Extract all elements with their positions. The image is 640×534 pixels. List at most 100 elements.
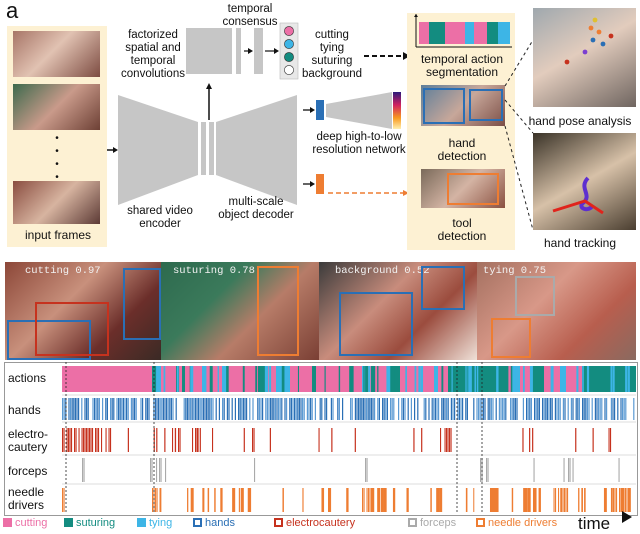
hands-tick — [535, 398, 537, 420]
electrocautery-tick — [179, 428, 181, 452]
actions-tick — [163, 366, 166, 392]
needle-driver-tick — [430, 488, 432, 512]
electrocautery-tick — [331, 428, 333, 452]
needle-driver-tick — [620, 488, 623, 512]
hands-tick — [447, 398, 449, 420]
hands-tick — [372, 398, 374, 420]
hands-tick — [310, 398, 312, 420]
electrocautery-tick — [522, 428, 524, 452]
forceps-tick — [563, 458, 565, 482]
hands-tick — [617, 398, 619, 420]
forceps-tick — [151, 458, 153, 482]
track-label-hands: hands — [8, 403, 41, 417]
actions-tick — [377, 366, 379, 392]
hands-tick — [570, 398, 572, 420]
legend-item-tying: tying — [137, 517, 172, 529]
hands-tick — [290, 398, 292, 420]
hands-tick — [433, 398, 435, 420]
forceps-tick — [480, 458, 482, 482]
hands-tick — [265, 398, 267, 420]
input-frame-1 — [13, 31, 100, 77]
actions-tick — [338, 366, 341, 392]
electrocautery-tick — [63, 428, 65, 452]
forceps-tick — [82, 458, 84, 482]
hands-tick — [215, 398, 217, 420]
legend-item-hands: hands — [193, 517, 235, 529]
hands-tick — [450, 398, 452, 420]
hand-branch-bar — [316, 100, 324, 120]
actions-tick — [368, 366, 371, 392]
hands-tick — [260, 398, 262, 420]
hands-tick — [362, 398, 364, 420]
legend-label: tying — [149, 517, 173, 529]
actions-tick — [242, 366, 245, 392]
hands-tick — [385, 398, 387, 420]
hands-tick — [113, 398, 115, 420]
forceps-tick — [618, 458, 620, 482]
hands-tick — [391, 398, 393, 420]
segmentation-label: temporal action segmentation — [420, 52, 504, 79]
hands-tick — [452, 398, 454, 420]
needle-driver-tick — [603, 488, 607, 512]
hands-tick — [478, 398, 480, 420]
hands-tick — [102, 398, 104, 420]
hands-tick — [306, 398, 308, 420]
actions-tick — [465, 366, 467, 392]
actions-tick — [363, 366, 365, 392]
needle-driver-tick — [553, 488, 555, 512]
electrocautery-tick — [81, 428, 83, 452]
needle-driver-tick — [527, 488, 531, 512]
hands-tick — [204, 398, 206, 420]
hands-tick — [183, 398, 185, 420]
input-frame-2 — [13, 84, 100, 130]
actions-tick — [586, 366, 590, 392]
needle-driver-tick — [492, 488, 496, 512]
hands-tick — [601, 398, 603, 420]
hands-tick — [572, 398, 574, 420]
hands-tick — [262, 398, 264, 420]
hands-tick — [270, 398, 272, 420]
electrocautery-tick — [75, 428, 77, 452]
high-to-low-label: deep high-to-low resolution network — [312, 131, 406, 156]
hands-tick — [302, 398, 304, 420]
hands-tick — [326, 398, 328, 420]
hands-tick — [489, 398, 491, 420]
electrocautery-tick — [608, 428, 610, 452]
hands-tick — [70, 398, 72, 420]
needle-driver-tick — [565, 488, 567, 512]
hands-tick — [446, 398, 448, 420]
actions-tick — [191, 366, 193, 392]
hands-tick — [146, 398, 148, 420]
hands-tick — [202, 398, 204, 420]
hands-tick — [190, 398, 192, 420]
needle-driver-tick — [377, 488, 381, 512]
needle-driver-tick — [564, 488, 566, 512]
electrocautery-tick — [575, 428, 577, 452]
track-label-electrocautery: electro- cautery — [8, 427, 49, 454]
hands-tick — [63, 398, 65, 420]
needle-driver-tick — [562, 488, 564, 512]
needle-driver-tick — [346, 488, 349, 512]
hands-tick — [382, 398, 384, 420]
hands-tick — [278, 398, 280, 420]
hands-tick — [78, 398, 80, 420]
needle-driver-tick — [302, 488, 304, 512]
needle-driver-tick — [214, 488, 216, 512]
hands-tick — [148, 398, 150, 420]
needle-driver-tick — [561, 488, 563, 512]
legend-label: forceps — [420, 517, 457, 529]
needle-driver-tick — [625, 488, 627, 512]
hands-tick — [71, 398, 73, 420]
actions-tick — [389, 366, 392, 392]
hands-tick — [487, 398, 489, 420]
needle-driver-tick — [495, 488, 499, 512]
hands-tick — [238, 398, 240, 420]
actions-segment — [202, 366, 205, 392]
hands-tick — [428, 398, 430, 420]
hands-tick — [209, 398, 211, 420]
needle-driver-tick — [614, 488, 616, 512]
hands-tick — [68, 398, 70, 420]
actions-tick — [391, 366, 395, 392]
electrocautery-tick — [90, 428, 92, 452]
hands-tick — [154, 398, 156, 420]
